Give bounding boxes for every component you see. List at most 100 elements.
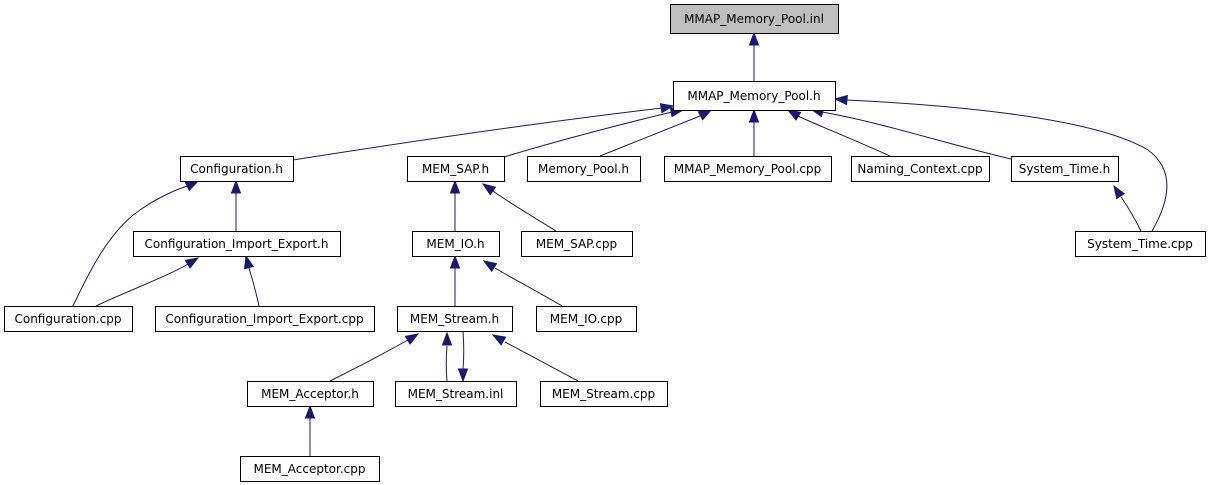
node-mem-io-h[interactable]: MEM_IO.h bbox=[412, 231, 500, 257]
edge-line bbox=[292, 107, 663, 161]
node-box[interactable] bbox=[521, 231, 633, 257]
node-config-h[interactable]: Configuration.h bbox=[180, 156, 294, 182]
node-box[interactable] bbox=[4, 306, 133, 332]
edge-cie_cpp-to-cie_h bbox=[243, 254, 260, 307]
edge-mem_sap_cpp-to-mem_sap_h bbox=[481, 183, 557, 232]
node-label: MEM_IO.h bbox=[426, 237, 484, 251]
node-mem-sap-h[interactable]: MEM_SAP.h bbox=[407, 156, 505, 182]
node-label: MEM_IO.cpp bbox=[550, 312, 622, 326]
node-mem-stream-h[interactable]: MEM_Stream.h bbox=[397, 306, 513, 332]
node-box[interactable] bbox=[1011, 156, 1119, 182]
node-box[interactable] bbox=[412, 231, 500, 257]
edge-mem_sap_h-to-mmap_h bbox=[503, 107, 685, 158]
edge-line bbox=[462, 330, 465, 370]
edges-layer bbox=[72, 31, 1168, 456]
node-box[interactable] bbox=[240, 456, 380, 482]
node-naming-cpp[interactable]: Naming_Context.cpp bbox=[851, 156, 990, 182]
node-box[interactable] bbox=[851, 156, 990, 182]
node-label: MEM_SAP.cpp bbox=[536, 237, 617, 251]
arrowhead-icon bbox=[748, 31, 760, 46]
node-label: MEM_Acceptor.h bbox=[261, 387, 359, 401]
arrowhead-icon bbox=[786, 109, 802, 121]
edge-line bbox=[72, 185, 189, 307]
node-box[interactable] bbox=[395, 381, 517, 407]
node-systime-cpp[interactable]: System_Time.cpp bbox=[1075, 231, 1206, 257]
arrowhead-icon bbox=[441, 331, 453, 346]
node-box[interactable] bbox=[527, 156, 641, 182]
node-box[interactable] bbox=[407, 156, 505, 182]
node-mem-sap-cpp[interactable]: MEM_SAP.cpp bbox=[521, 231, 633, 257]
arrowhead-icon bbox=[243, 254, 255, 270]
arrowhead-icon bbox=[230, 179, 242, 194]
edge-systime_h-to-mmap_h bbox=[809, 107, 1012, 160]
edge-config_h-to-mmap_h bbox=[292, 103, 675, 161]
node-box[interactable] bbox=[1075, 231, 1206, 257]
nodes-layer: MMAP_Memory_Pool.inlMMAP_Memory_Pool.hCo… bbox=[4, 4, 1206, 482]
node-mem-acceptor-cpp[interactable]: MEM_Acceptor.cpp bbox=[240, 456, 380, 482]
edge-memory_pool_h-to-mmap_h bbox=[599, 109, 713, 157]
edge-mmap_cpp-to-mmap_h bbox=[748, 108, 760, 156]
node-label: MEM_Stream.cpp bbox=[552, 387, 655, 401]
node-label: Naming_Context.cpp bbox=[857, 162, 982, 176]
node-mem-io-cpp[interactable]: MEM_IO.cpp bbox=[536, 306, 637, 332]
edge-line bbox=[797, 115, 891, 157]
node-box[interactable] bbox=[397, 306, 513, 332]
edge-mem_stream_h-to-mem_io_h bbox=[449, 254, 461, 306]
edge-line bbox=[95, 263, 189, 307]
node-box[interactable] bbox=[664, 156, 832, 182]
arrowhead-icon bbox=[449, 254, 461, 269]
edge-mem_io_cpp-to-mem_io_h bbox=[482, 260, 563, 307]
node-box[interactable] bbox=[536, 306, 637, 332]
arrowhead-icon bbox=[659, 103, 675, 114]
edge-mem_stream_h-to-mem_stream_inl bbox=[457, 330, 469, 383]
node-label: MMAP_Memory_Pool.inl bbox=[684, 12, 824, 26]
arrowhead-icon bbox=[184, 180, 200, 192]
node-label: Configuration_Import_Export.h bbox=[145, 237, 329, 251]
edge-line bbox=[248, 267, 260, 307]
node-label: MMAP_Memory_Pool.cpp bbox=[674, 162, 821, 176]
arrowhead-icon bbox=[304, 404, 316, 419]
node-cie-h[interactable]: Configuration_Import_Export.h bbox=[133, 231, 341, 257]
node-mem-stream-inl[interactable]: MEM_Stream.inl bbox=[395, 381, 517, 407]
node-label: Configuration_Import_Export.cpp bbox=[165, 312, 363, 326]
arrowhead-icon bbox=[1113, 184, 1126, 200]
edge-mem_stream_cpp-to-mem_stream_h bbox=[491, 334, 579, 382]
edge-line bbox=[821, 111, 1012, 160]
arrowhead-icon bbox=[748, 108, 760, 123]
node-box[interactable] bbox=[133, 231, 341, 257]
edge-mmap_h-to-mmap_inl bbox=[748, 31, 760, 81]
node-mmap-cpp[interactable]: MMAP_Memory_Pool.cpp bbox=[664, 156, 832, 182]
node-box[interactable] bbox=[540, 381, 668, 407]
node-mem-stream-cpp[interactable]: MEM_Stream.cpp bbox=[540, 381, 668, 407]
node-memory-pool-h[interactable]: Memory_Pool.h bbox=[527, 156, 641, 182]
node-cie-cpp[interactable]: Configuration_Import_Export.cpp bbox=[155, 306, 375, 332]
node-label: System_Time.cpp bbox=[1087, 237, 1193, 251]
node-label: MEM_Acceptor.cpp bbox=[253, 462, 365, 476]
node-label: MEM_SAP.h bbox=[422, 162, 489, 176]
node-box[interactable] bbox=[180, 156, 294, 182]
edge-line bbox=[1120, 196, 1142, 232]
node-label: Configuration.cpp bbox=[14, 312, 121, 326]
node-box[interactable] bbox=[673, 81, 836, 111]
edge-systime_cpp-to-mmap_h bbox=[833, 94, 1168, 232]
edge-config_cpp-to-config_h bbox=[72, 180, 200, 307]
node-label: MEM_Stream.inl bbox=[408, 387, 504, 401]
node-label: System_Time.h bbox=[1019, 162, 1111, 176]
node-systime-h[interactable]: System_Time.h bbox=[1011, 156, 1119, 182]
node-mem-acceptor-h[interactable]: MEM_Acceptor.h bbox=[247, 381, 374, 407]
edge-mem_io_h-to-mem_sap_h bbox=[449, 179, 461, 231]
arrowhead-icon bbox=[457, 368, 469, 383]
arrowhead-icon bbox=[481, 183, 497, 196]
arrowhead-icon bbox=[404, 333, 420, 345]
edge-mem_acceptor_h-to-mem_stream_h bbox=[329, 333, 420, 382]
node-box[interactable] bbox=[155, 306, 375, 332]
edge-config_cpp-to-cie_h bbox=[95, 257, 200, 307]
edge-line bbox=[846, 99, 1168, 232]
edge-line bbox=[492, 190, 557, 232]
node-box[interactable] bbox=[247, 381, 374, 407]
node-mmap-h[interactable]: MMAP_Memory_Pool.h bbox=[673, 81, 836, 111]
node-config-cpp[interactable]: Configuration.cpp bbox=[4, 306, 133, 332]
edge-line bbox=[329, 339, 409, 382]
arrowhead-icon bbox=[482, 260, 498, 273]
